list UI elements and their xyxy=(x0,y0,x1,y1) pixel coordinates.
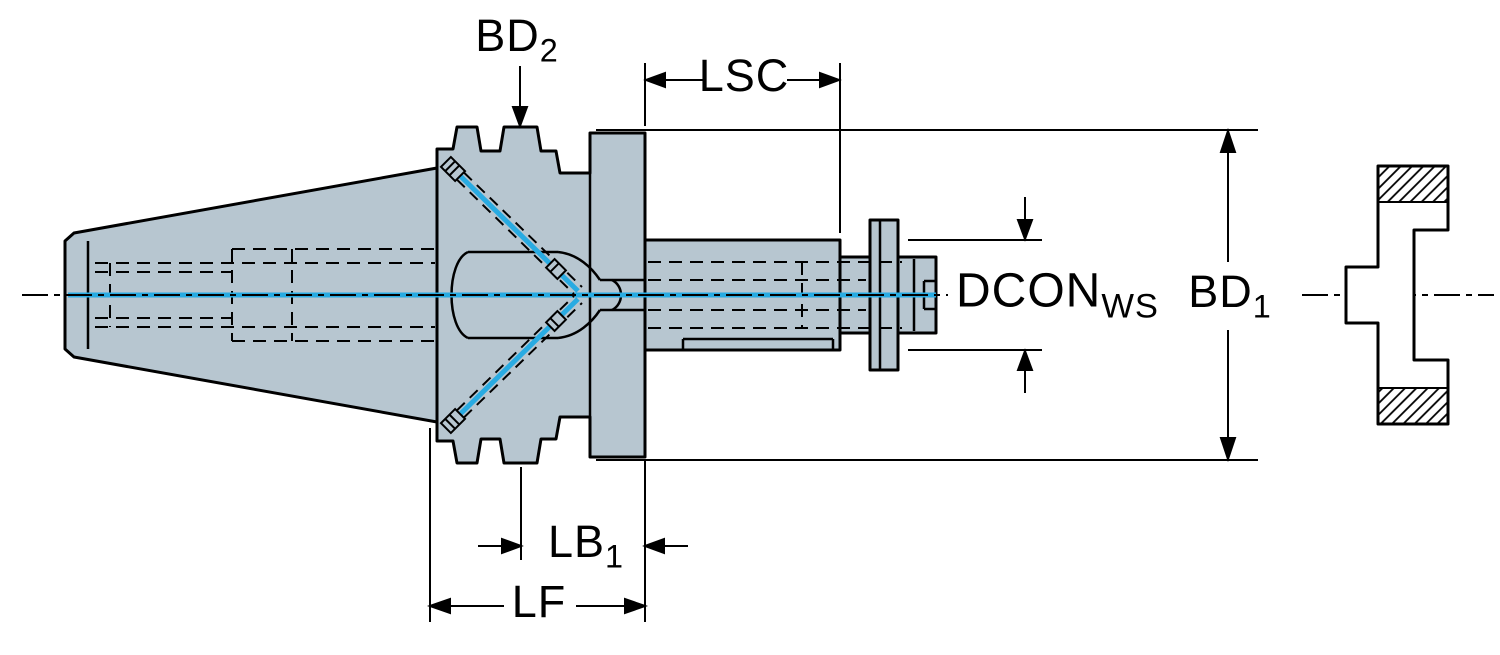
end-view-hatch-top xyxy=(1377,165,1449,203)
end-section-view xyxy=(1344,164,1450,426)
lsc-arrowhead xyxy=(819,71,842,89)
bd2-arrowhead xyxy=(511,106,529,129)
label-bd1-sub: 1 xyxy=(1252,288,1272,325)
set-screw xyxy=(544,309,568,333)
bd1-arrowhead xyxy=(1219,437,1237,463)
coolant-plugs xyxy=(439,155,568,435)
label-lsc-main: LSC xyxy=(698,50,790,102)
dcon-arrowhead xyxy=(1016,348,1034,371)
coolant-plug xyxy=(439,155,467,183)
label-bd2: BD2 xyxy=(475,13,559,67)
lb1-arrowhead xyxy=(642,537,665,555)
label-dcon-main: DCON xyxy=(956,264,1102,318)
label-bd1: BD1 xyxy=(1188,269,1272,323)
lf-arrowhead xyxy=(426,597,451,615)
dimension-annotations xyxy=(426,63,1258,622)
label-lf: LF xyxy=(512,579,567,633)
label-bd2-main: BD xyxy=(475,10,540,62)
label-lb1-main: LB xyxy=(547,516,606,568)
cavity-funnel-top xyxy=(557,250,602,281)
label-lf-main: LF xyxy=(511,576,567,628)
end-view-outline xyxy=(1344,164,1450,426)
label-bd2-sub: 2 xyxy=(539,32,559,69)
label-dcon-sub: WS xyxy=(1101,287,1159,326)
label-bd1-main: BD xyxy=(1188,266,1253,318)
lsc-arrowhead xyxy=(643,71,666,89)
label-lb1-sub: 1 xyxy=(605,538,625,575)
bd1-arrowhead xyxy=(1219,127,1237,153)
lf-arrowhead xyxy=(624,597,649,615)
lb1-arrowhead xyxy=(501,537,524,555)
label-lsc: LSC xyxy=(699,53,790,107)
coolant-plug xyxy=(439,407,467,435)
label-lb1: LB1 xyxy=(548,519,624,573)
label-dcon-ws: DCONWS xyxy=(956,264,1159,326)
set-screw xyxy=(544,257,568,281)
end-view-hatch-bottom xyxy=(1377,387,1449,425)
dcon-arrowhead xyxy=(1016,219,1034,242)
cavity-funnel-bottom xyxy=(557,309,602,340)
